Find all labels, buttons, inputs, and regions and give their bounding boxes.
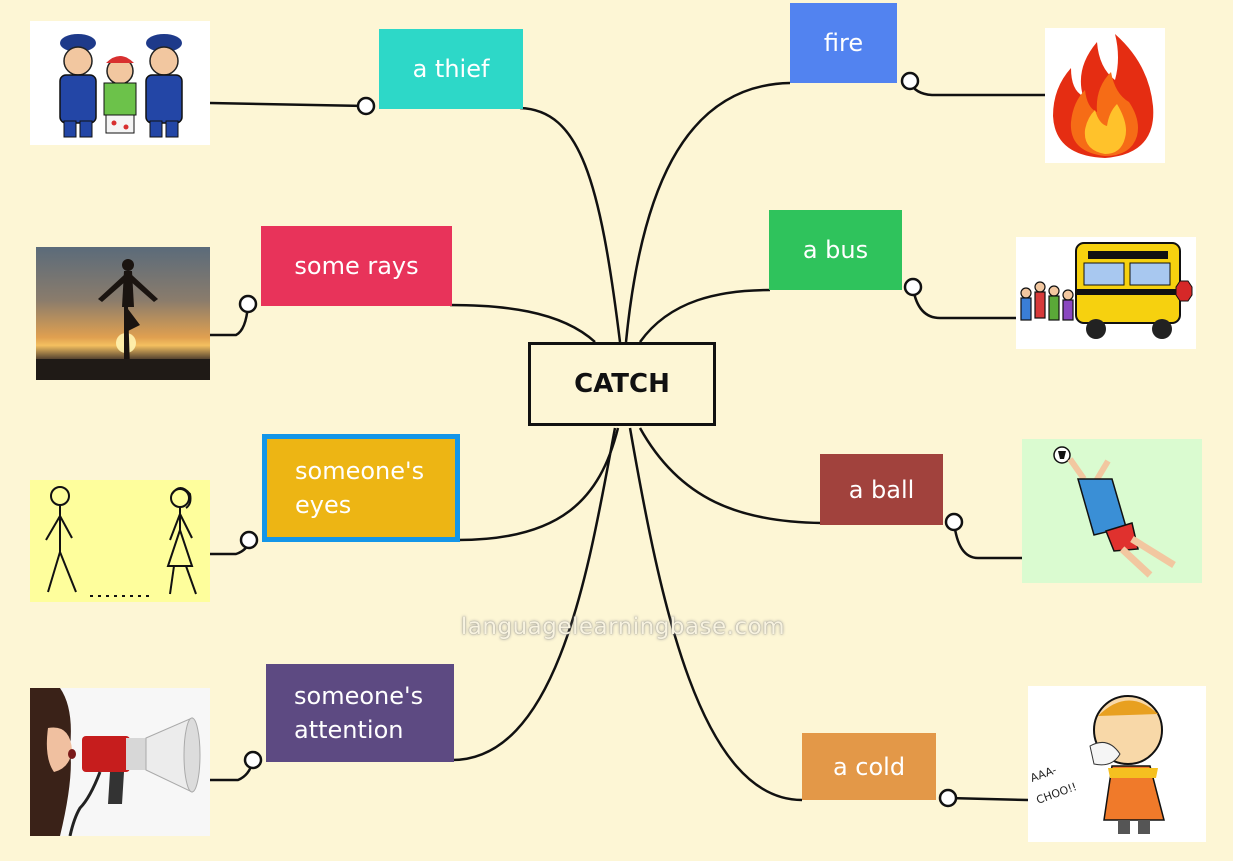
branch-text-fire: fire — [823, 29, 864, 57]
central-topic: CATCH — [528, 342, 716, 426]
goalkeeper-image — [1022, 439, 1202, 583]
police-arrest-thief-image — [30, 21, 210, 145]
svg-text:CHOO!!: CHOO!! — [1035, 780, 1079, 807]
branch-text-cold: a cold — [832, 752, 906, 781]
branch-text-eyes: someone's eyes — [295, 457, 425, 519]
branch-text-ball: a ball — [848, 475, 915, 504]
connector-node-rays — [238, 294, 258, 314]
branch-label-ball: a ball — [820, 454, 943, 525]
branch-label-rays: some rays — [261, 226, 452, 306]
branch-label-attention: someone's attention — [266, 664, 454, 762]
watermark: languagelearningbase.com — [460, 614, 786, 640]
connector-node-ball — [944, 512, 964, 532]
connector-node-bus — [903, 277, 923, 297]
central-topic-label: CATCH — [574, 369, 670, 399]
branch-label-eyes: someone's eyes — [262, 434, 460, 542]
school-bus-image — [1016, 237, 1196, 349]
flame-image — [1045, 28, 1165, 163]
branch-label-fire: fire — [790, 3, 897, 83]
branch-text-bus: a bus — [802, 236, 869, 264]
connector-node-fire — [900, 71, 920, 91]
sunset-yoga-image — [36, 247, 210, 380]
svg-text:AAA-: AAA- — [1029, 763, 1059, 784]
branch-label-cold: a cold — [802, 733, 936, 800]
branch-text-attention: someone's attention — [294, 682, 424, 744]
connector-node-thief — [356, 96, 376, 116]
connector-node-eyes — [239, 530, 259, 550]
connector-node-attention — [243, 750, 263, 770]
branch-label-thief: a thief — [379, 29, 523, 109]
branch-label-bus: a bus — [769, 210, 902, 290]
sneezing-boy-image: AAA- CHOO!! — [1028, 686, 1206, 842]
branch-text-rays: some rays — [294, 252, 419, 280]
woman-megaphone-image — [30, 688, 210, 836]
branch-text-thief: a thief — [412, 55, 490, 83]
two-people-looking-image — [30, 480, 210, 602]
connector-node-cold — [938, 788, 958, 808]
